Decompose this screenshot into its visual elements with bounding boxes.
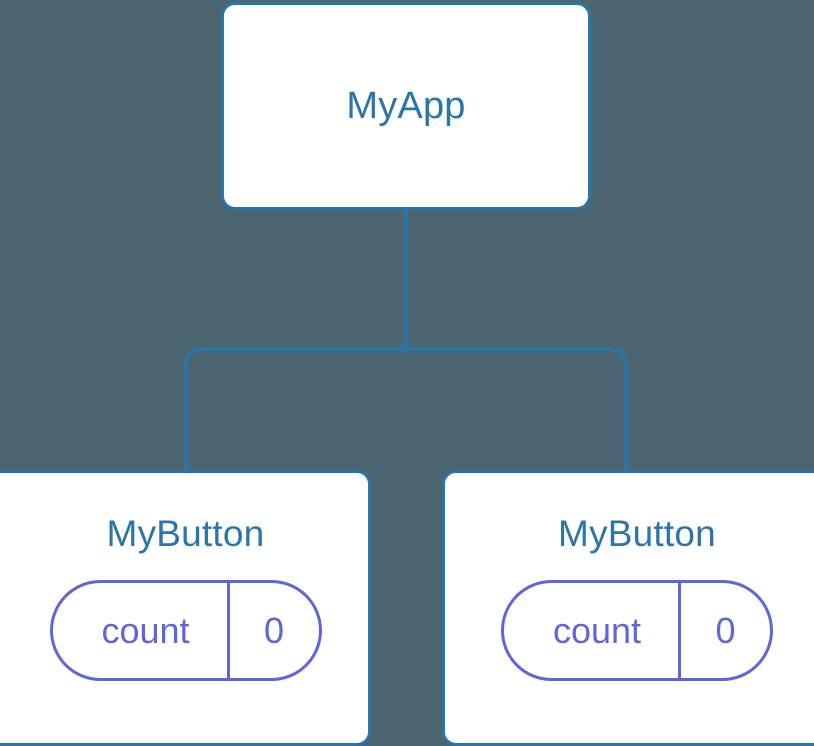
node-label: MyButton xyxy=(558,513,716,554)
state-value: 0 xyxy=(678,583,770,678)
connector-branch-bracket xyxy=(184,347,628,472)
node-myapp[interactable]: MyApp xyxy=(221,2,591,210)
node-label: MyApp xyxy=(346,85,466,127)
state-key: count xyxy=(101,609,190,651)
state-value: 0 xyxy=(226,583,319,678)
state-pill[interactable]: count 0 xyxy=(49,580,322,681)
node-label: MyButton xyxy=(106,513,265,554)
node-mybutton-right[interactable]: MyButton count 0 xyxy=(442,470,814,746)
node-mybutton-left[interactable]: MyButton count 0 xyxy=(0,470,371,746)
state-key: count xyxy=(552,609,642,651)
state-pill[interactable]: count 0 xyxy=(501,580,773,681)
